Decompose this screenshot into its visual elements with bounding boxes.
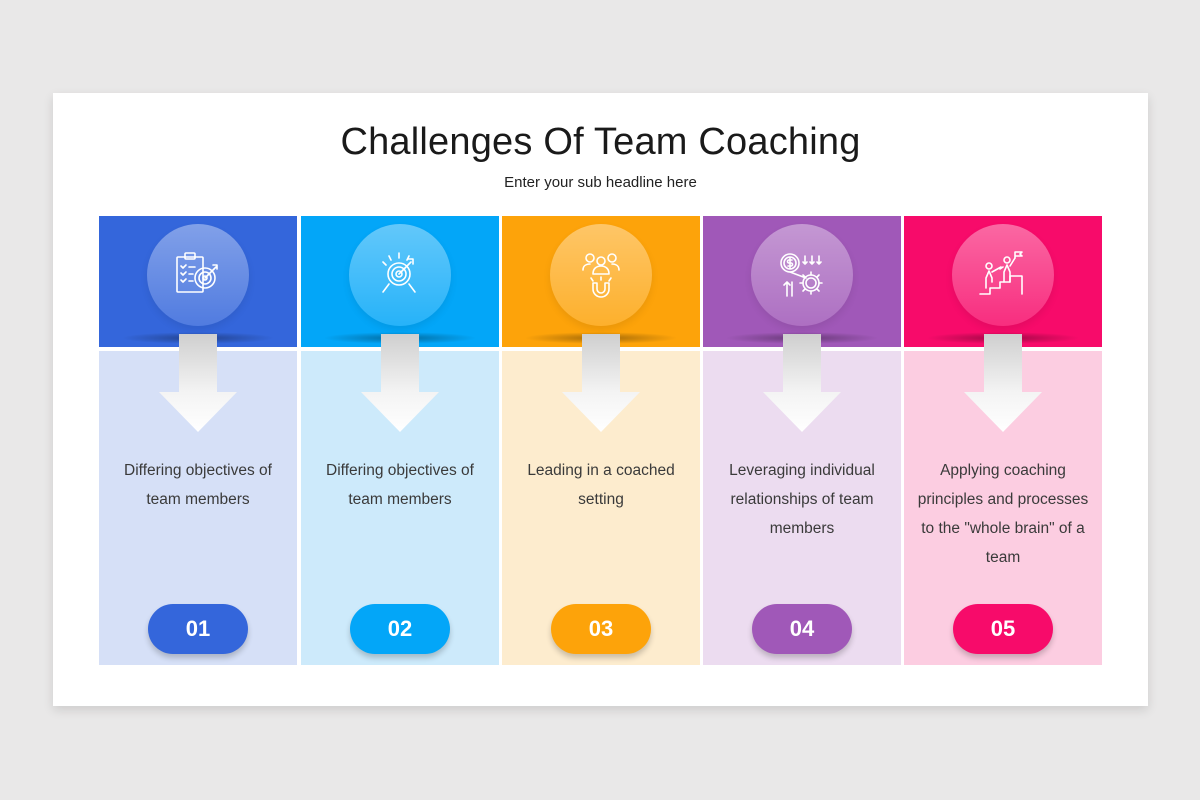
step-header [99, 216, 297, 347]
step-header [301, 216, 499, 347]
step-column-2: Differing objectives of team members 02 [301, 216, 499, 665]
step-header [703, 216, 901, 347]
icon-circle [147, 224, 249, 326]
step-header [904, 216, 1102, 347]
target-arrow-icon [382, 252, 416, 293]
down-arrow-icon [763, 334, 841, 432]
money-gear-icon [780, 253, 823, 297]
climbing-steps-flag-icon [979, 251, 1023, 295]
step-description: Applying coaching principles and process… [917, 462, 1089, 566]
step-column-1: Differing objectives of team members 01 [99, 216, 297, 665]
clipboard-target-icon [176, 252, 218, 293]
step-number-badge[interactable]: 02 [350, 604, 450, 654]
icon-circle [349, 224, 451, 326]
down-arrow-icon [159, 334, 237, 432]
step-description: Leading in a coached setting [527, 462, 675, 508]
step-column-4: Leveraging individual relationships of t… [703, 216, 901, 665]
step-column-5: Applying coaching principles and process… [904, 216, 1102, 665]
step-description: Differing objectives of team members [124, 462, 272, 508]
step-column-3: Leading in a coached setting 03 [502, 216, 700, 665]
step-number-badge[interactable]: 01 [148, 604, 248, 654]
down-arrow-icon [361, 334, 439, 432]
team-magnet-icon [582, 253, 620, 298]
slide: Challenges Of Team Coaching Enter your s… [53, 93, 1148, 706]
step-header [502, 216, 700, 347]
slide-title: Challenges Of Team Coaching [340, 121, 861, 163]
down-arrow-icon [562, 334, 640, 432]
icon-circle [952, 224, 1054, 326]
icon-circle [751, 224, 853, 326]
step-number-badge[interactable]: 05 [953, 604, 1053, 654]
down-arrow-icon [964, 334, 1042, 432]
step-number-badge[interactable]: 04 [752, 604, 852, 654]
icon-circle [550, 224, 652, 326]
step-number-badge[interactable]: 03 [551, 604, 651, 654]
step-description: Differing objectives of team members [326, 462, 474, 508]
step-description: Leveraging individual relationships of t… [729, 462, 875, 537]
slide-subtitle: Enter your sub headline here [504, 174, 697, 191]
